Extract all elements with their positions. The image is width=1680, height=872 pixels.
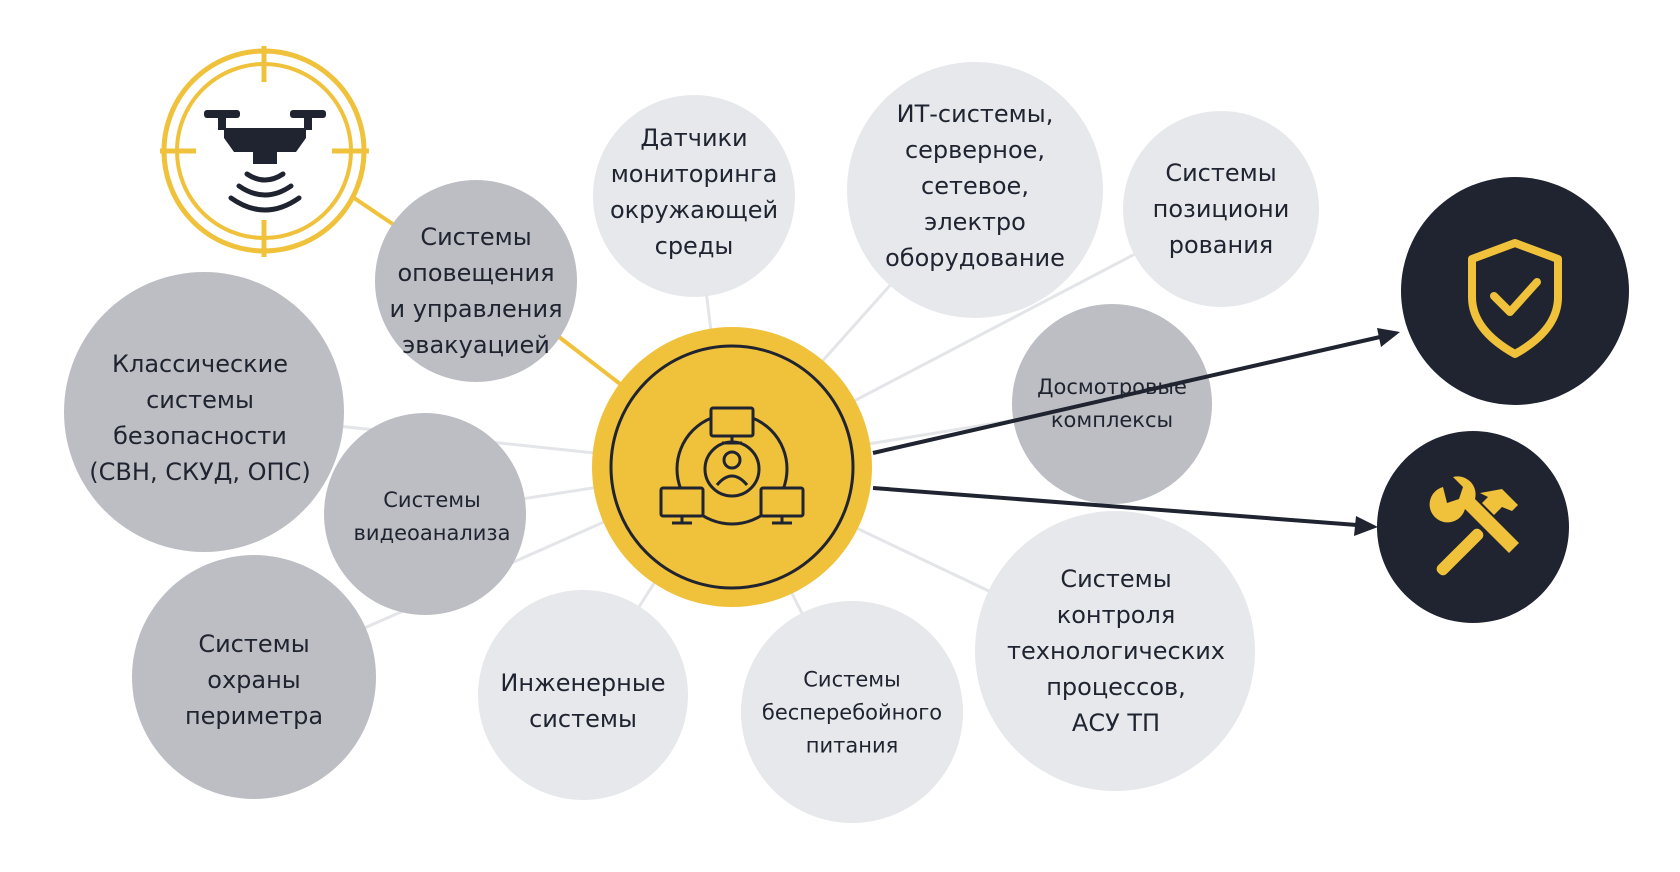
label-line: Системы	[803, 667, 901, 692]
node-engineering	[478, 590, 688, 800]
output-maintenance	[1377, 431, 1569, 623]
node-it-systems	[847, 62, 1103, 318]
node-positioning	[1123, 111, 1319, 307]
label-line: эвакуацией	[402, 331, 550, 359]
node-inspection	[1012, 304, 1212, 504]
label-line: процессов,	[1046, 673, 1186, 701]
central-hub	[592, 327, 872, 607]
label-line: видеоанализа	[353, 521, 511, 545]
label-line: АСУ ТП	[1071, 709, 1161, 737]
arrow-head-security	[1377, 328, 1400, 347]
label-line: окружающей	[609, 196, 779, 224]
label-line: оповещения	[397, 259, 555, 287]
label-line: Системы	[420, 223, 532, 251]
label-line: бесперебойного	[761, 700, 943, 725]
label-line: рования	[1168, 231, 1274, 259]
label-line: системы	[146, 386, 254, 414]
label-line: среды	[654, 232, 734, 260]
node-video-analytics	[324, 413, 526, 615]
output-arrows	[872, 328, 1400, 536]
label-line: питания	[805, 733, 899, 758]
label-line: комплексы	[1050, 408, 1174, 432]
label-line: Системы	[1060, 565, 1172, 593]
label-line: периметра	[184, 702, 324, 730]
label-positioning: Системы позициони рования	[1153, 155, 1290, 263]
node-classic-security	[64, 272, 344, 552]
label-line: системы	[529, 705, 637, 733]
label-line: серверное,	[904, 136, 1046, 164]
label-ups: Системы бесперебойного питания	[762, 664, 942, 763]
arrow-to-security	[872, 335, 1381, 455]
nodes	[64, 62, 1319, 823]
node-evacuation	[375, 180, 577, 382]
arrow-to-maintenance	[872, 486, 1358, 527]
label-line: и управления	[389, 295, 563, 323]
label-line: Классические	[111, 350, 289, 378]
label-line: электро	[924, 208, 1026, 236]
label-line: сетевое,	[921, 172, 1029, 200]
label-inspection: Досмотровые комплексы	[1037, 371, 1187, 437]
label-process-control: Системы контроля технологических процесс…	[1007, 561, 1225, 741]
label-line: контроля	[1056, 601, 1176, 629]
node-perimeter	[132, 555, 376, 799]
label-line: ИТ-системы,	[896, 100, 1054, 128]
network-users-icon	[659, 406, 805, 526]
label-it-systems: ИТ-системы, серверное, сетевое, электро …	[885, 96, 1065, 276]
label-line: безопасности	[113, 422, 287, 450]
label-line: Системы	[383, 488, 481, 512]
node-ups	[741, 601, 963, 823]
node-env-sensors	[593, 95, 795, 297]
label-env-sensors: Датчики мониторинга окружающей среды	[610, 120, 778, 264]
drone-target-icon	[160, 46, 369, 257]
label-line: Досмотровые	[1037, 375, 1187, 399]
shield-check-icon	[1468, 239, 1562, 358]
label-line: охраны	[207, 666, 301, 694]
arrow-head-maintenance	[1354, 516, 1378, 536]
label-line: технологических	[1007, 637, 1225, 665]
output-security	[1401, 177, 1629, 405]
label-classic-security: Классические системы безопасности (СВН, …	[89, 346, 310, 490]
wrench-hammer-icon	[1429, 476, 1519, 576]
label-line: мониторинга	[610, 160, 778, 188]
label-engineering: Инженерные системы	[500, 665, 665, 737]
label-line: Инженерные	[500, 669, 666, 697]
label-line: оборудование	[885, 244, 1065, 272]
label-line: Датчики	[640, 124, 748, 152]
label-line: (СВН, СКУД, ОПС)	[89, 458, 311, 486]
label-perimeter: Системы охраны периметра	[185, 626, 323, 734]
label-evacuation: Системы оповещения и управления эвакуаци…	[389, 219, 562, 363]
label-line: Системы	[1165, 159, 1277, 187]
label-video-analytics: Системы видеоанализа	[354, 484, 511, 550]
label-line: Системы	[198, 630, 310, 658]
node-process-control	[975, 511, 1255, 791]
label-line: позициони	[1152, 195, 1290, 223]
